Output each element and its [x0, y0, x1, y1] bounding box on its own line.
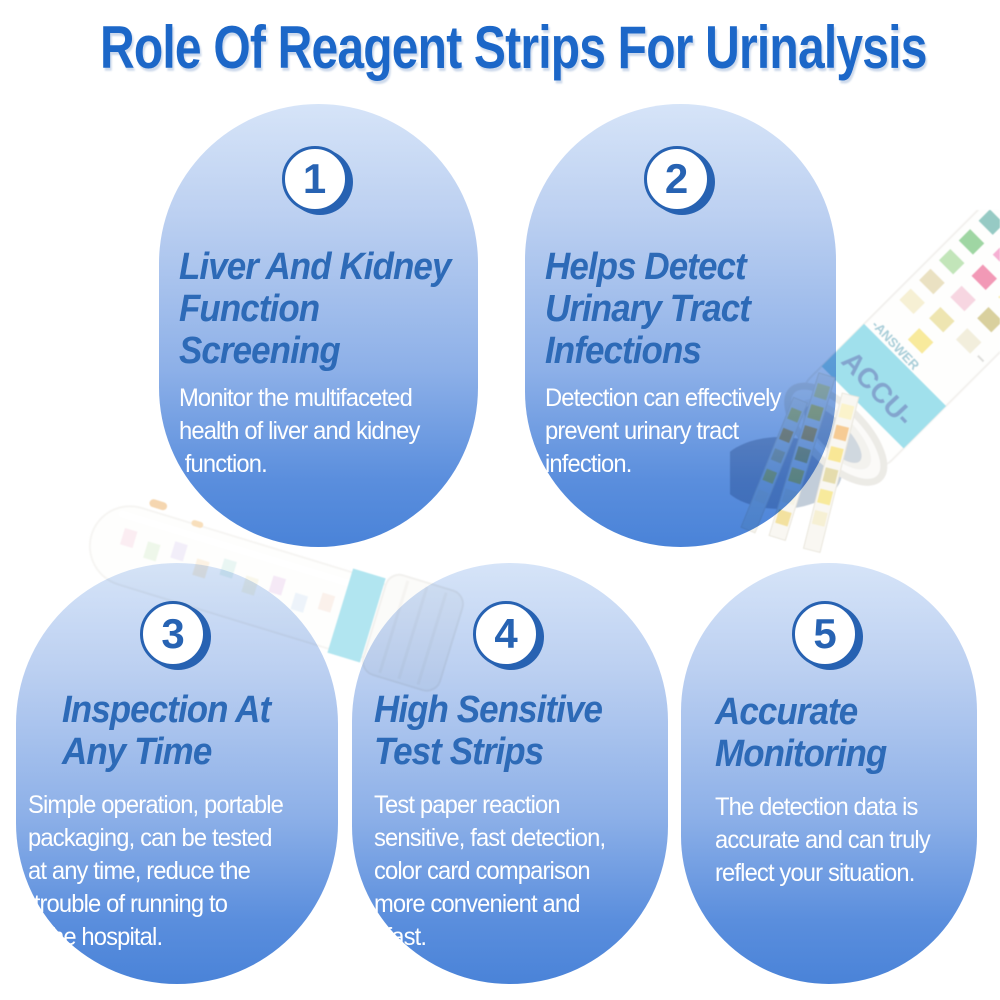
- feature-title-5: Accurate Monitoring: [715, 691, 887, 775]
- feature-number-badge-4: 4: [473, 601, 539, 667]
- feature-description-4: Test paper reaction sensitive, fast dete…: [374, 791, 606, 951]
- feature-number: 5: [813, 610, 837, 657]
- feature-number-badge-2: 2: [643, 146, 710, 212]
- orange-speck: [191, 520, 204, 528]
- feature-card-5: 5 Accurate Monitoring The detection data…: [681, 563, 977, 984]
- feature-description-3: Simple operation, portable packaging, ca…: [28, 791, 284, 951]
- feature-number: 2: [664, 155, 689, 202]
- feature-card-4: 4 High Sensitive Test Strips Test paper …: [352, 563, 668, 984]
- feature-number: 1: [302, 155, 327, 202]
- orange-speck: [149, 499, 168, 511]
- feature-number: 4: [494, 610, 518, 657]
- feature-number-badge-3: 3: [140, 601, 206, 667]
- brand-band-secondary-text: -ANSWER: [869, 317, 923, 373]
- feature-description-5: The detection data is accurate and can t…: [715, 793, 931, 887]
- color-chart-squares: [899, 210, 1000, 354]
- feature-description-2: Detection can effectively prevent urinar…: [545, 384, 781, 478]
- feature-title-3: Inspection At Any Time: [62, 689, 271, 773]
- feature-number: 3: [161, 610, 185, 657]
- feature-number-badge-5: 5: [792, 601, 858, 667]
- page-title: Role Of Reagent Strips For Urinalysis: [100, 14, 927, 81]
- feature-description-1: Monitor the multifaceted health of liver…: [179, 384, 420, 478]
- label-tick-marks: [977, 355, 985, 363]
- brand-band: [821, 323, 947, 449]
- feature-card-2: 2 Helps Detect Urinary Tract Infections …: [525, 104, 836, 547]
- brand-band-text: ACCU-: [836, 345, 920, 432]
- feature-title-4: High Sensitive Test Strips: [374, 689, 603, 773]
- feature-card-3: 3 Inspection At Any Time Simple operatio…: [16, 563, 338, 984]
- feature-card-1: 1 Liver And Kidney Function Screening Mo…: [159, 104, 478, 547]
- feature-title-1: Liver And Kidney Function Screening: [179, 246, 451, 372]
- feature-title-2: Helps Detect Urinary Tract Infections: [545, 246, 751, 372]
- feature-number-badge-1: 1: [281, 146, 348, 212]
